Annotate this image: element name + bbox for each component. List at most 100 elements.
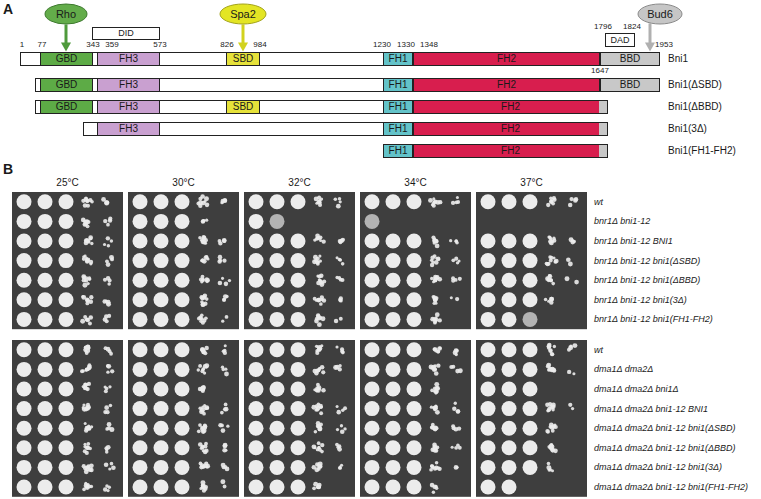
yeast-colony [434,382,439,387]
yeast-colony [451,258,455,262]
yeast-spot [386,292,401,307]
yeast-colony [201,278,204,281]
yeast-colony [87,240,90,243]
yeast-colony [456,196,459,199]
yeast-colony [108,278,112,282]
strain-label: wt [594,197,603,206]
strain-label: wt [594,345,603,354]
plate-photo [244,192,355,329]
yeast-colony [105,448,108,451]
yeast-spot [386,401,401,416]
yeast-spot [365,440,380,455]
yeast-spot [133,421,148,436]
yeast-colony [86,442,90,446]
yeast-colony [454,446,458,450]
yeast-spot [502,273,517,288]
yeast-colony [321,370,325,374]
yeast-colony [569,345,572,348]
yeast-colony [205,278,210,283]
yeast-spot [502,194,517,209]
binding-arrow [645,23,655,51]
yeast-colony [572,372,575,375]
construct-name: Bni1(3Δ) [668,124,707,134]
yeast-colony [454,348,459,353]
yeast-spot [17,342,32,357]
yeast-colony [435,244,440,249]
yeast-spot [38,253,53,268]
yeast-colony [436,350,440,354]
yeast-spot [386,273,401,288]
yeast-colony [197,429,201,433]
residue-number: 1647 [591,67,609,75]
domain-box: FH3 [97,78,160,92]
yeast-spot [291,421,306,436]
yeast-spot [249,253,264,268]
plate-photo [244,340,355,497]
strain-label: bnr1Δ bni1-12 [594,217,650,226]
yeast-spot [249,312,264,327]
yeast-colony [336,410,341,415]
yeast-colony [224,282,229,287]
domain-box: FH1 [383,52,413,66]
yeast-colony [432,491,435,494]
yeast-colony [343,406,347,410]
yeast-colony [550,200,554,204]
yeast-spot [17,194,32,209]
yeast-colony [110,462,114,466]
yeast-spot [270,382,285,397]
yeast-colony [433,407,436,410]
domain-box: GBD [40,78,93,92]
temperature-label: 37°C [520,178,542,188]
domain-box: FH3 [97,122,160,136]
yeast-spot [481,382,496,397]
residue-number: 1796 [594,23,612,31]
yeast-colony [549,300,553,304]
yeast-spot [365,214,380,229]
yeast-colony [430,483,435,488]
yeast-colony [84,278,88,282]
yeast-spot [17,382,32,397]
yeast-colony [317,402,321,406]
yeast-spot [17,362,32,377]
yeast-colony [547,462,551,466]
yeast-colony [320,443,324,447]
yeast-colony [85,445,89,449]
yeast-colony [334,319,338,323]
yeast-spot [407,273,422,288]
yeast-colony [201,386,205,390]
yeast-spot [154,362,169,377]
yeast-colony [545,262,549,266]
yeast-colony [89,315,94,320]
domain-name: BBD [620,80,641,90]
yeast-colony [86,298,90,302]
yeast-colony [106,364,111,369]
yeast-colony [434,319,437,322]
yeast-colony [547,262,551,266]
yeast-spot [523,292,538,307]
yeast-colony [86,483,89,486]
yeast-colony [451,201,455,205]
yeast-colony [549,279,553,283]
yeast-colony [456,261,459,264]
yeast-colony [108,385,111,388]
yeast-spot [133,401,148,416]
yeast-colony [434,485,438,489]
domain-name: FH1 [389,102,408,112]
yeast-spot [481,460,496,475]
yeast-colony [316,485,320,489]
yeast-colony [108,218,112,222]
yeast-colony [197,368,200,371]
yeast-spot [175,312,190,327]
yeast-spot [365,362,380,377]
yeast-colony [548,236,551,239]
yeast-spot [291,460,306,475]
domain-box: FH2 [413,52,600,66]
yeast-colony [551,429,555,433]
yeast-spot [407,421,422,436]
yeast-spot [59,273,74,288]
yeast-colony [430,464,434,468]
yeast-spot [59,382,74,397]
yeast-spot [38,292,53,307]
yeast-colony [106,223,110,227]
domain-name: BBD [620,54,641,64]
